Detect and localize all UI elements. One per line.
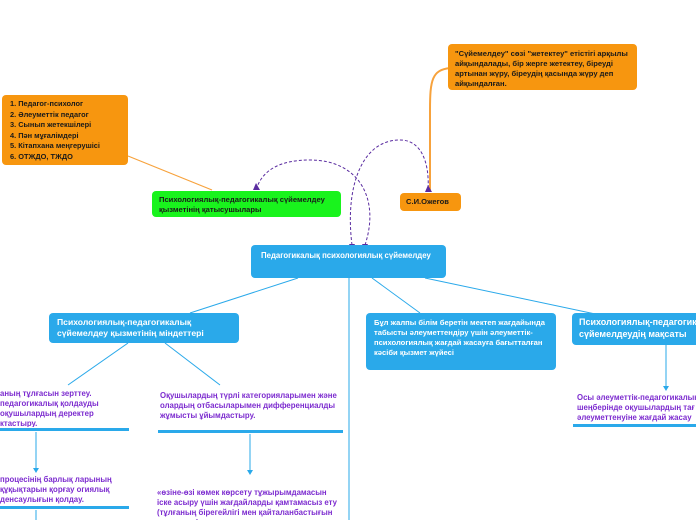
list-item: 4. Пән мұғалімдері xyxy=(10,130,79,140)
ojegov-label-node[interactable]: С.И.Ожегов xyxy=(400,193,461,211)
task-2-label: Оқушылардың түрлі категорияларымен және … xyxy=(160,391,337,420)
task-4-text: «өзіне-өзі көмек көрсету тұжырымдамасын … xyxy=(157,488,337,520)
participants-title: Психологиялық-педагогикалық сүйемелдеу қ… xyxy=(159,195,325,214)
link-central-to-goal xyxy=(424,277,601,316)
goal-title-node[interactable]: Психологиялық-педагогикалық сүйемелдеуді… xyxy=(572,313,696,345)
system-description: Бұл жалпы білім беретін мектеп жағдайынд… xyxy=(374,318,545,357)
link-dashed-central-ojegov xyxy=(349,139,429,246)
task-1-text: аның тұлғасын зерттеу. педагогикалық қол… xyxy=(0,389,122,427)
list-item: 5. Кітапхана меңгерушісі xyxy=(10,141,100,151)
arrowhead-ojegov xyxy=(425,185,432,192)
goal-text-underline xyxy=(573,424,696,427)
list-item: 1. Педагог-психолог xyxy=(10,99,84,108)
link-central-to-system xyxy=(371,277,421,314)
list-item: 6. ОТЖДО, ТЖДО xyxy=(10,151,73,161)
ojegov-quote-text: "Сүйемелдеу" сөзі "жетектеу" етістігі ар… xyxy=(455,49,628,88)
task-3-label: процесінің барлық ларының құқықтарын қор… xyxy=(0,475,112,504)
list-item: 3. Сынып жетекшілері xyxy=(10,120,92,130)
participants-title-node[interactable]: Психологиялық-педагогикалық сүйемелдеу қ… xyxy=(152,191,341,217)
goal-text-label: Осы әлеуметтік-педагогикалық шеңберінде … xyxy=(577,393,696,422)
goal-title: Психологиялық-педагогикалық сүйемелдеуді… xyxy=(579,317,696,339)
tasks-title-node[interactable]: Психологиялық-педагогикалық сүйемелдеу қ… xyxy=(49,313,239,343)
link-tasks-to-task2 xyxy=(164,342,221,386)
ojegov-quote-node[interactable]: "Сүйемелдеу" сөзі "жетектеу" етістігі ар… xyxy=(448,44,637,90)
arrowhead-task3 xyxy=(33,468,39,473)
central-node[interactable]: Педагогикалық психологиялық сүйемелдеу xyxy=(251,245,446,278)
task-1-label: аның тұлғасын зерттеу. педагогикалық қол… xyxy=(0,389,99,427)
arrowhead-task4 xyxy=(247,470,253,475)
goal-text: Осы әлеуметтік-педагогикалық шеңберінде … xyxy=(577,393,696,423)
link-quote-to-ojegov xyxy=(429,67,451,192)
task-3-underline xyxy=(0,506,129,509)
central-title: Педагогикалық психологиялық сүйемелдеу xyxy=(261,251,431,260)
link-tasks-to-task1 xyxy=(67,342,129,386)
arrowhead-goal-text xyxy=(663,386,669,391)
link-participants-to-list xyxy=(127,155,213,191)
participants-list: 1. Педагог-психолог 2. Әлеуметтік педаго… xyxy=(10,99,120,163)
task-1-underline xyxy=(0,428,129,431)
link-dashed-central-participants xyxy=(255,159,371,246)
list-item: 2. Әлеуметтік педагог xyxy=(10,109,89,119)
task-2-text: Оқушылардың түрлі категорияларымен және … xyxy=(160,391,340,421)
ojegov-label: С.И.Ожегов xyxy=(406,197,449,206)
system-description-node[interactable]: Бұл жалпы білім беретін мектеп жағдайынд… xyxy=(366,313,556,370)
link-central-to-tasks xyxy=(189,277,299,314)
tasks-title: Психологиялық-педагогикалық сүйемелдеу қ… xyxy=(57,317,204,338)
participants-list-node[interactable]: 1. Педагог-психолог 2. Әлеуметтік педаго… xyxy=(2,95,128,165)
task-2-underline xyxy=(158,430,343,433)
task-4-label: «өзіне-өзі көмек көрсету тұжырымдамасын … xyxy=(157,488,337,520)
arrowhead-participants xyxy=(253,183,260,190)
task-3-text: процесінің барлық ларының құқықтарын қор… xyxy=(0,475,128,505)
